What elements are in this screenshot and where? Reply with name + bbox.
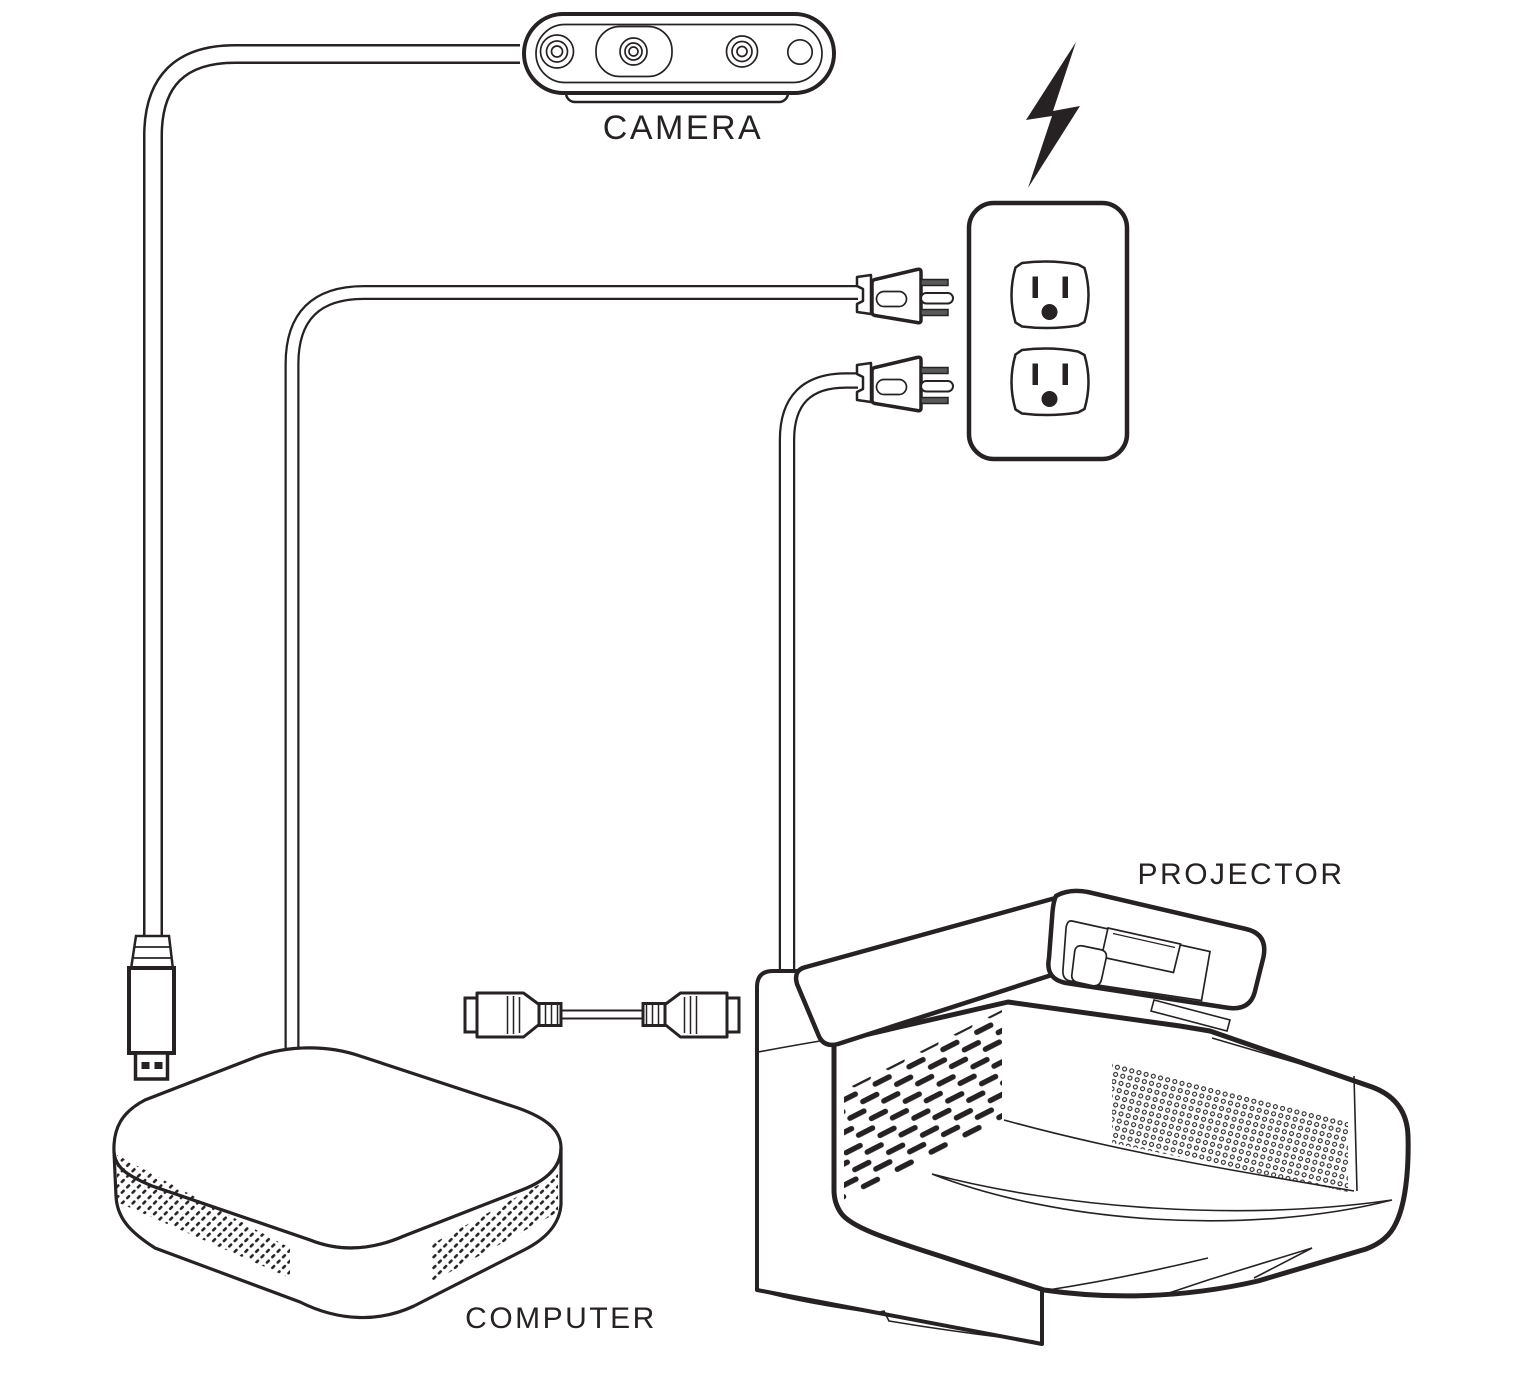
projector-label: PROJECTOR bbox=[1138, 858, 1345, 891]
projector-vent-slots bbox=[844, 1010, 1002, 1200]
computer-label: COMPUTER bbox=[465, 1302, 657, 1335]
projector-power-cable bbox=[778, 372, 858, 976]
projector-speaker-grille bbox=[1112, 1063, 1348, 1192]
projector-mount-arm bbox=[793, 891, 1095, 1048]
outlet-socket-top bbox=[1010, 260, 1090, 330]
computer-power-cable bbox=[284, 285, 858, 1050]
computer-vent-right bbox=[432, 1174, 558, 1282]
camera-lens-icon bbox=[539, 34, 814, 69]
projector-light-bar bbox=[931, 1173, 1393, 1222]
hdmi-cable bbox=[463, 991, 741, 1039]
diagram-labels: CAMERA COMPUTER PROJECTOR bbox=[465, 109, 1345, 1335]
computer-illustration bbox=[112, 1046, 563, 1320]
outlet-socket-bottom bbox=[1010, 347, 1090, 417]
wall-outlet bbox=[966, 200, 1130, 462]
power-plug-bottom bbox=[855, 355, 955, 413]
lightning-bolt-icon bbox=[1026, 42, 1080, 188]
camera-illustration bbox=[522, 12, 836, 104]
camera-usb-cable bbox=[143, 44, 520, 940]
power-plug-top bbox=[855, 267, 955, 325]
projector-wall-plate bbox=[755, 969, 1044, 1346]
computer-vent-left bbox=[117, 1155, 290, 1278]
camera-label: CAMERA bbox=[603, 109, 763, 147]
projector-illustration bbox=[755, 888, 1411, 1346]
projector-lens-window bbox=[1100, 926, 1182, 974]
usb-connector bbox=[127, 934, 176, 1081]
